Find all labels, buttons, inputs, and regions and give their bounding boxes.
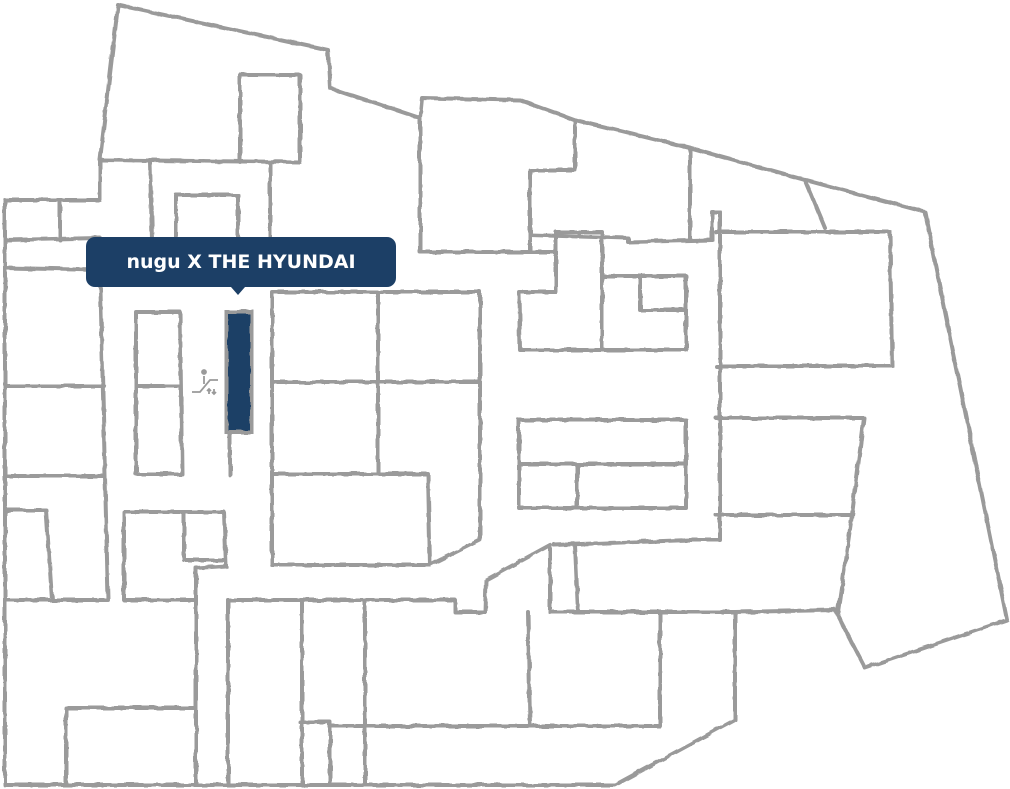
store-outline[interactable] — [517, 418, 688, 510]
store-outline[interactable] — [182, 510, 226, 562]
store-outline[interactable] — [174, 193, 240, 242]
store-outline[interactable] — [98, 73, 302, 164]
store-outline[interactable] — [270, 290, 482, 567]
outer-boundary — [3, 3, 1009, 787]
store-outline[interactable] — [528, 210, 722, 542]
store-outline[interactable] — [148, 160, 272, 242]
store-outline[interactable] — [517, 230, 604, 352]
store-outline[interactable] — [803, 178, 827, 230]
store-outline[interactable] — [528, 118, 577, 254]
store-outline[interactable] — [552, 538, 692, 547]
store-name-label: nugu X THE HYUNDAI — [126, 251, 356, 273]
store-outline[interactable] — [3, 268, 110, 602]
store-outline[interactable] — [600, 274, 688, 352]
store-outline[interactable] — [270, 290, 482, 567]
store-outline[interactable] — [226, 543, 737, 614]
store-outline[interactable] — [714, 416, 866, 614]
escalator-icon — [192, 369, 218, 396]
store-tooltip[interactable]: nugu X THE HYUNDAI — [86, 237, 396, 295]
store-outline[interactable] — [64, 706, 198, 787]
store-outline[interactable] — [3, 384, 106, 478]
store-outline[interactable] — [418, 116, 557, 254]
selected-store-shape[interactable] — [224, 310, 254, 434]
store-outline[interactable] — [714, 230, 894, 368]
store-outline[interactable] — [526, 543, 580, 728]
store-outline[interactable] — [226, 598, 367, 787]
store-outline[interactable] — [298, 610, 662, 787]
store-outline[interactable] — [3, 508, 54, 602]
store-outline[interactable] — [122, 510, 228, 787]
store-outline[interactable] — [134, 310, 184, 476]
